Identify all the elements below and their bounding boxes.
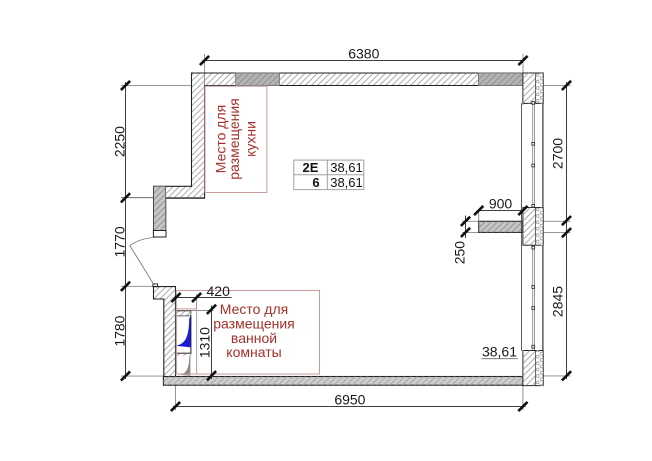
svg-text:2700: 2700 [549, 138, 565, 169]
svg-text:Место для: Место для [220, 301, 288, 317]
svg-text:комнаты: комнаты [226, 344, 281, 360]
svg-text:38,61: 38,61 [482, 344, 517, 360]
svg-text:1310: 1310 [197, 327, 213, 358]
svg-text:1780: 1780 [111, 315, 127, 346]
svg-text:6: 6 [312, 175, 319, 190]
svg-text:420: 420 [207, 283, 231, 299]
svg-text:250: 250 [452, 241, 468, 265]
svg-text:38,61: 38,61 [330, 175, 363, 190]
svg-text:6950: 6950 [334, 392, 365, 408]
svg-text:900: 900 [489, 195, 513, 211]
svg-text:2250: 2250 [111, 126, 127, 157]
svg-text:размещения: размещения [213, 315, 295, 331]
svg-text:кухни: кухни [243, 121, 259, 157]
svg-text:1770: 1770 [111, 226, 127, 257]
svg-text:Место для: Место для [213, 105, 229, 173]
svg-text:2845: 2845 [549, 286, 565, 317]
svg-text:размещения: размещения [226, 98, 242, 180]
svg-text:38,61: 38,61 [330, 160, 363, 175]
svg-text:2Е: 2Е [303, 160, 319, 175]
svg-text:6380: 6380 [348, 45, 379, 61]
svg-text:ванной: ванной [231, 330, 277, 346]
